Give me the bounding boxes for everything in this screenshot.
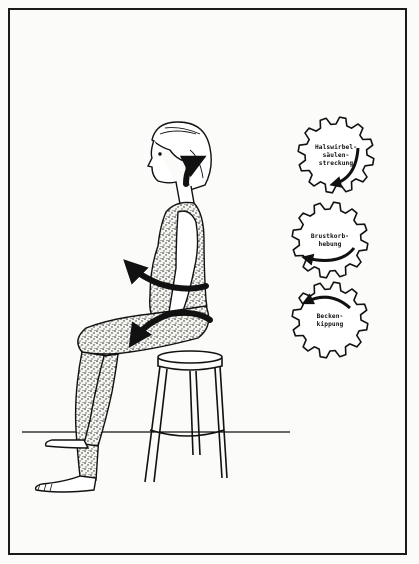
gear-label-line: Brustkorb- xyxy=(311,233,349,240)
gear-2: Brustkorb-hebung xyxy=(292,202,368,278)
gear-outline xyxy=(292,282,368,358)
gear-label-line: hebung xyxy=(319,241,342,248)
gear-column: Halswirbel-säulen-streckungBrustkorb-heb… xyxy=(292,117,374,358)
gear-3: Becken-kippung xyxy=(292,282,368,358)
stool xyxy=(145,351,227,482)
gear-label-line: Halswirbel- xyxy=(315,143,357,151)
gear-label-line: Becken- xyxy=(317,313,344,320)
gear-1: Halswirbel-säulen-streckung xyxy=(298,117,374,193)
gear-label-line: säulen- xyxy=(323,152,350,159)
gear-outline xyxy=(292,202,368,278)
gear-label-line: kippung xyxy=(317,320,344,328)
gear-label-line: streckung xyxy=(319,160,354,167)
